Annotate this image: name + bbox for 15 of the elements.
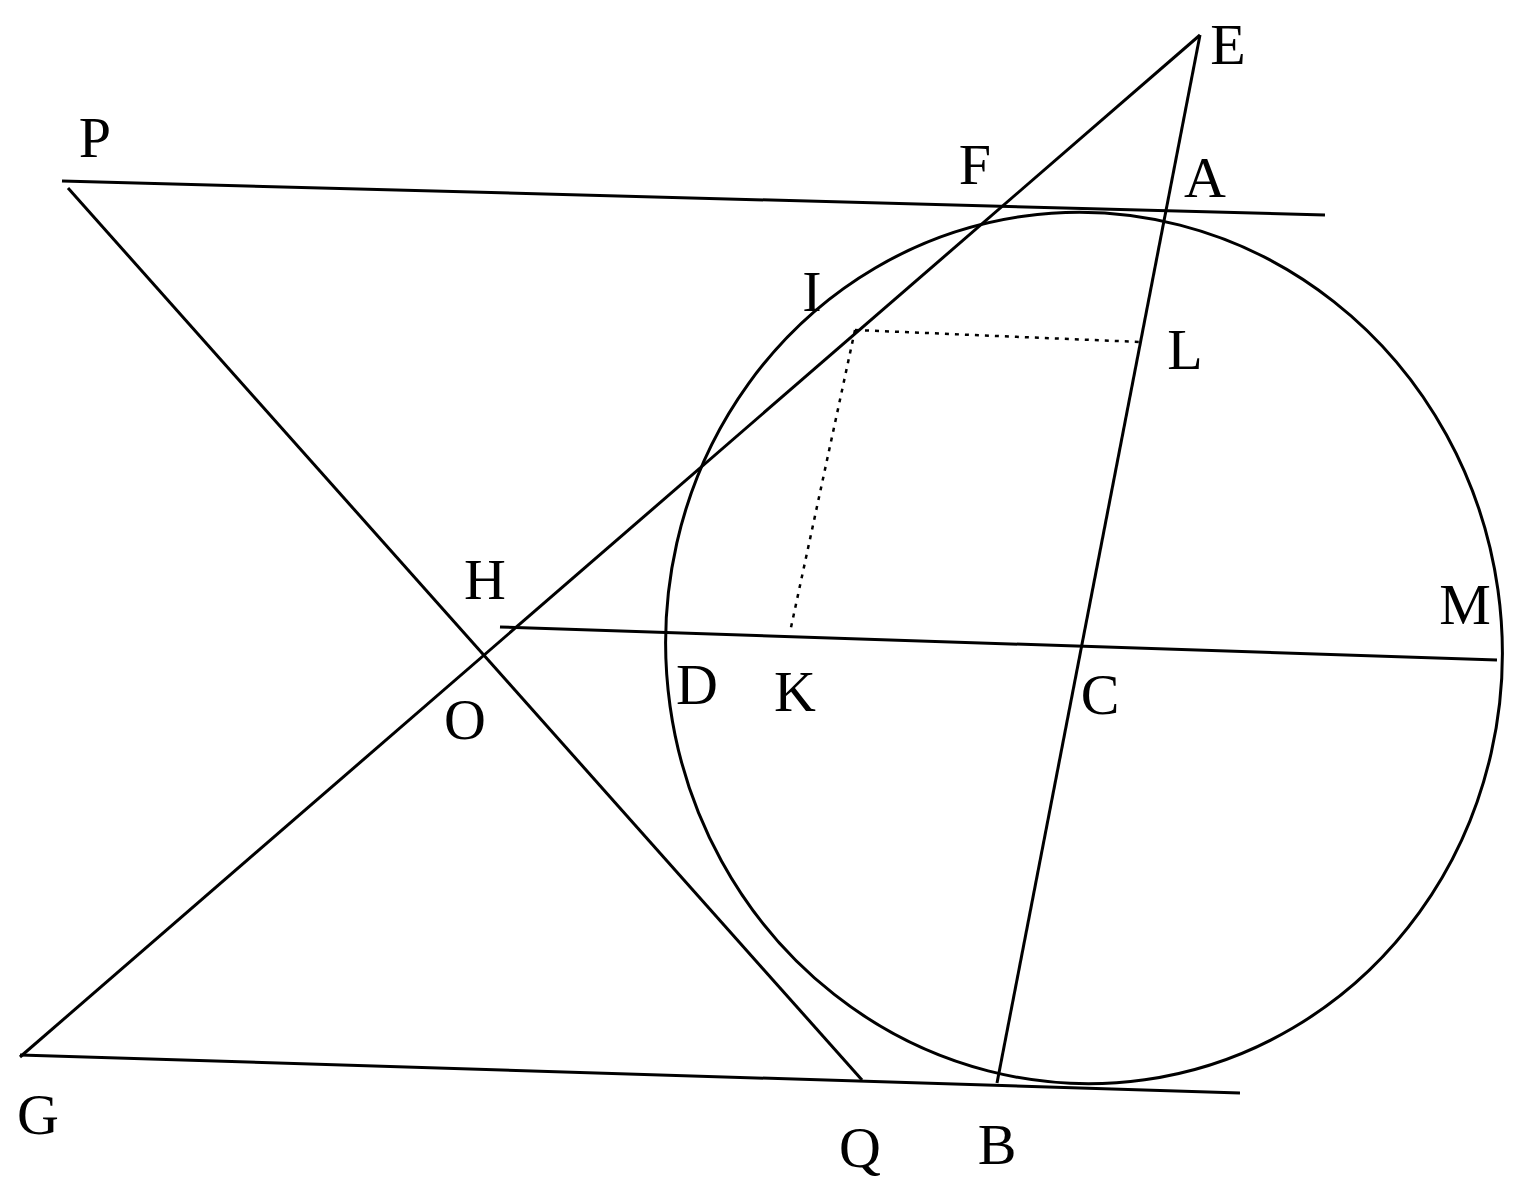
point-label: D [676, 656, 718, 714]
point-label: P [78, 109, 112, 167]
point-label: G [17, 1086, 59, 1144]
point-label: M [1439, 576, 1491, 634]
point-label: A [1184, 149, 1226, 207]
point-label: E [1210, 16, 1246, 74]
point-label: F [958, 136, 992, 194]
point-label: C [1080, 666, 1120, 724]
point-label: O [444, 691, 486, 749]
point-label: B [977, 1116, 1017, 1174]
point-label: Q [839, 1119, 881, 1177]
point-label: I [802, 263, 822, 321]
point-label: H [464, 551, 506, 609]
point-label: L [1167, 321, 1203, 379]
point-label: K [774, 663, 816, 721]
